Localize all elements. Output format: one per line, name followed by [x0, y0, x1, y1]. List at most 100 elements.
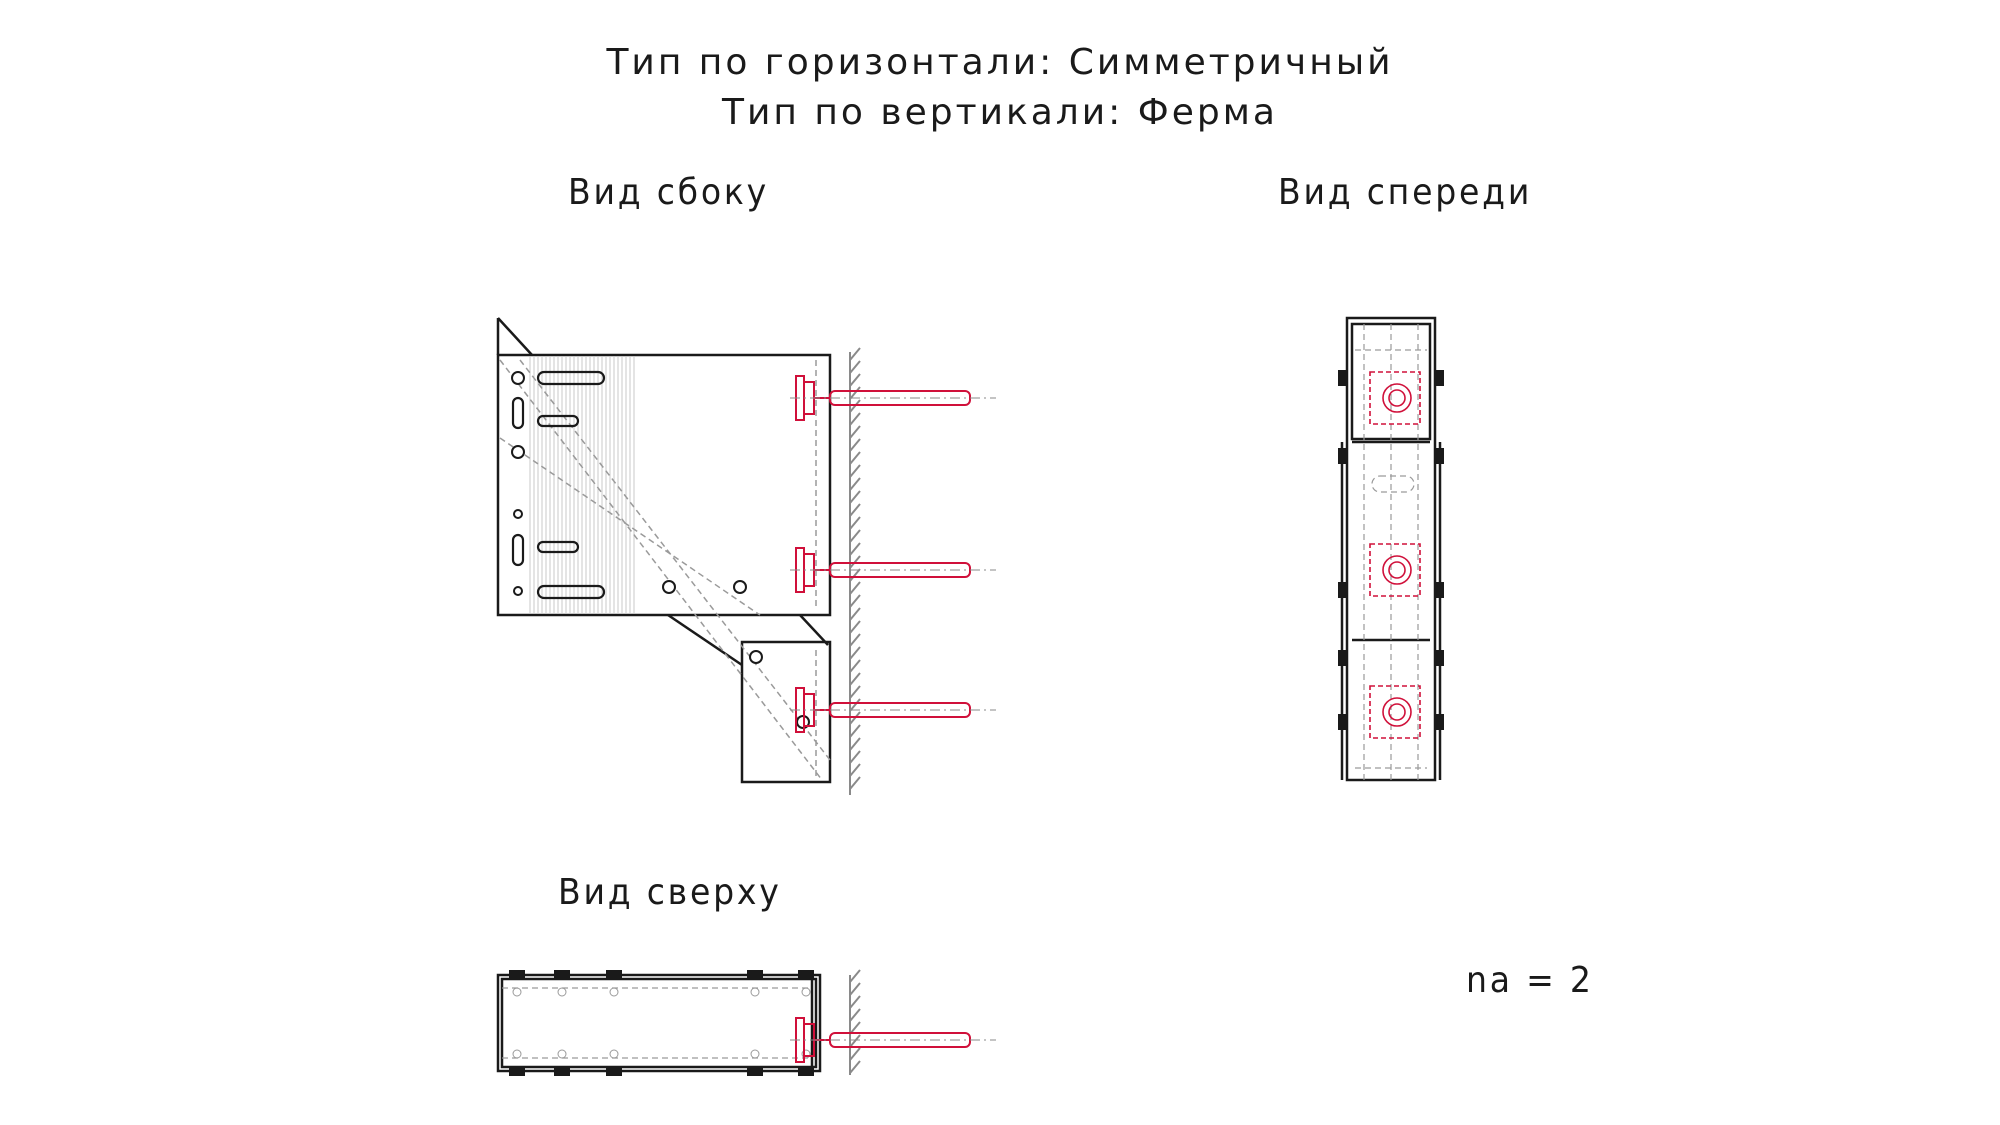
wall-hatch-line: [849, 698, 861, 712]
wall-section: [849, 347, 861, 795]
wall-hatch-line: [849, 982, 861, 996]
front-view-title: Вид спереди: [1278, 172, 1533, 213]
bracket-slots: [511, 370, 606, 600]
wall-hatch-line: [849, 438, 861, 452]
wall-hatch-line: [849, 1008, 861, 1022]
wall-hatch-line: [849, 659, 861, 673]
wall-hatch-line: [849, 581, 861, 595]
wall-hatch-line: [849, 1034, 861, 1048]
top-bolt-shank: [801, 1049, 811, 1059]
wall-hatch-line: [849, 542, 861, 556]
wall-hatch-line: [849, 477, 861, 491]
side-bolt-head: [1338, 448, 1346, 464]
wall-hatch-line: [849, 425, 861, 439]
wall-hatch-line: [849, 685, 861, 699]
front-side-bolts: [1338, 370, 1444, 730]
wall-hatch-line: [849, 568, 861, 582]
wall-hatch-line: [849, 763, 861, 777]
wall-hatch-line: [849, 503, 861, 517]
top-bracket-outline: [496, 973, 822, 1073]
anchor-bolt: [790, 547, 996, 593]
top-hidden-lines: [502, 987, 812, 1059]
top-bolt-head: [606, 970, 622, 978]
front-anchor-plate: [1369, 543, 1421, 597]
wall-hatch-line: [849, 529, 861, 543]
wall-hatch-line: [849, 969, 861, 983]
wall-hatch-line: [849, 347, 861, 361]
front-anchor-plates: [1369, 371, 1421, 739]
wall-hatch-line: [849, 412, 861, 426]
front-anchor-plate: [1369, 685, 1421, 739]
wall-hatch-line: [849, 1047, 861, 1061]
wall-hatch-line: [849, 386, 861, 400]
wall-hatch-line: [849, 373, 861, 387]
side-bolt-head: [1436, 582, 1444, 598]
top-bolt-shank: [512, 1049, 522, 1059]
top-bolt-shank: [750, 987, 760, 997]
top-bolt-shank: [750, 1049, 760, 1059]
top-wall-section: [849, 969, 861, 1075]
anchor-bolts: [790, 375, 996, 733]
top-bolts: [509, 970, 814, 1076]
side-bolt-head: [1338, 370, 1346, 386]
wall-hatch-line: [849, 451, 861, 465]
top-bolt-head: [509, 970, 525, 978]
wall-hatch-line: [849, 776, 861, 790]
top-bolt-head: [509, 1068, 525, 1076]
anchor-washer-outline: [1369, 543, 1421, 597]
side-bolt-head: [1338, 650, 1346, 666]
top-view-title: Вид сверху: [558, 872, 782, 913]
wall-hatch-line: [849, 1060, 861, 1074]
anchor-nut-outline: [1382, 697, 1412, 727]
side-bolt-head: [1338, 714, 1346, 730]
wall-hatch-line: [849, 490, 861, 504]
anchor-nut-outline: [1382, 555, 1412, 585]
anchor-rod-end: [1388, 561, 1406, 579]
anchor-bolt: [790, 375, 996, 421]
wall-hatch-line: [849, 360, 861, 374]
top-bolt-head: [747, 970, 763, 978]
wall-hatch-line: [849, 633, 861, 647]
side-view-title: Вид сбоку: [568, 172, 770, 213]
top-bolt-head: [554, 1068, 570, 1076]
side-bolt-head: [1436, 370, 1444, 386]
wall-hatch-line: [849, 516, 861, 530]
top-bolt-shank: [557, 1049, 567, 1059]
anchor-washer-outline: [1369, 371, 1421, 425]
side-bolt-head: [1436, 650, 1444, 666]
anchor-bolt: [790, 1017, 996, 1063]
wall-hatch-line: [849, 464, 861, 478]
top-bolt-shank: [557, 987, 567, 997]
anchor-count-note: na = 2: [1466, 960, 1594, 1001]
wall-hatch-line: [849, 995, 861, 1009]
wall-hatch-line: [849, 620, 861, 634]
top-bolt-head: [606, 1068, 622, 1076]
wall-hatch-line: [849, 737, 861, 751]
top-bolt-shank: [801, 987, 811, 997]
anchor-washer-outline: [1369, 685, 1421, 739]
horizontal-type-label: Тип по горизонтали: Симметричный: [606, 42, 1394, 83]
top-anchor-bolt: [790, 1017, 996, 1063]
side-bolt-head: [1436, 714, 1444, 730]
top-bolt-head: [798, 1068, 814, 1076]
top-bolt-shank: [512, 987, 522, 997]
top-bolt-head: [798, 970, 814, 978]
side-bolt-head: [1338, 582, 1346, 598]
anchor-rod-end: [1388, 389, 1406, 407]
top-bolt-shank: [609, 987, 619, 997]
wall-hatch-line: [849, 646, 861, 660]
anchor-rod-end: [1388, 703, 1406, 721]
top-bolt-shank: [609, 1049, 619, 1059]
front-hidden-lines: [1355, 324, 1427, 780]
vertical-type-label: Тип по вертикали: Ферма: [722, 92, 1278, 133]
anchor-bolt: [790, 687, 996, 733]
wall-hatch-line: [849, 750, 861, 764]
wall-hatch-line: [849, 594, 861, 608]
side-bolt-head: [1436, 448, 1444, 464]
wall-hatch-line: [849, 724, 861, 738]
wall-hatch-line: [849, 672, 861, 686]
